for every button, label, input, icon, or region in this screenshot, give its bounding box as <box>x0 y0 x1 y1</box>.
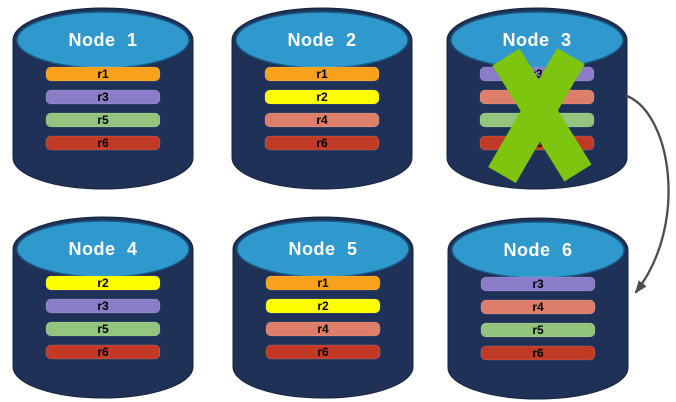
replica-label: r5 <box>97 322 109 336</box>
node-2: Node 2 r1 r2 r4 r6 <box>231 6 413 192</box>
replica-label: r4 <box>317 322 329 336</box>
replica-row <box>480 299 596 315</box>
replica-row <box>480 276 596 292</box>
replica-row <box>45 66 161 82</box>
replica-label: r2 <box>316 90 328 104</box>
replica-row <box>45 89 161 105</box>
replica-row <box>264 112 380 128</box>
replica-row <box>45 112 161 128</box>
node-4: Node 4 r2 r3 r5 r6 <box>12 215 194 401</box>
replica-row <box>264 66 380 82</box>
replica-label: r6 <box>97 345 109 359</box>
node-title: Node 1 <box>68 30 137 50</box>
replica-label: r3 <box>97 299 109 313</box>
failover-arrow-icon <box>625 94 670 294</box>
node-6: Node 6 r3 r4 r5 r6 <box>447 216 629 402</box>
replica-row <box>480 345 596 361</box>
replica-label: r5 <box>532 323 544 337</box>
replica-label: r5 <box>97 113 109 127</box>
replica-label: r2 <box>97 276 109 290</box>
replica-label: r4 <box>532 300 544 314</box>
replica-label: r6 <box>97 136 109 150</box>
replica-row <box>265 275 381 291</box>
replica-row <box>45 321 161 337</box>
replica-label: r1 <box>316 67 328 81</box>
node-3: Node 3 r3 r4 r5 r6 <box>446 6 628 192</box>
replica-row <box>45 135 161 151</box>
replica-label: r4 <box>316 113 328 127</box>
node-title: Node 6 <box>503 240 572 260</box>
replica-row <box>480 322 596 338</box>
node-5: Node 5 r1 r2 r4 r6 <box>232 215 414 401</box>
replica-label: r3 <box>531 67 543 81</box>
replica-label: r6 <box>532 346 544 360</box>
replica-row <box>265 298 381 314</box>
replica-row <box>45 298 161 314</box>
replica-label: r5 <box>531 113 543 127</box>
replica-row <box>45 275 161 291</box>
node-title: Node 3 <box>502 30 571 50</box>
replica-label: r2 <box>317 299 329 313</box>
replica-label: r6 <box>531 136 543 150</box>
replica-label: r4 <box>531 90 543 104</box>
replica-row <box>45 344 161 360</box>
node-title: Node 2 <box>287 30 356 50</box>
replica-label: r3 <box>532 277 544 291</box>
node-title: Node 4 <box>68 239 137 259</box>
node-title: Node 5 <box>288 239 357 259</box>
replica-label: r3 <box>97 90 109 104</box>
replica-label: r6 <box>317 345 329 359</box>
replica-row <box>264 135 380 151</box>
node-1: Node 1 r1 r3 r5 r6 <box>12 6 194 192</box>
replica-row <box>265 321 381 337</box>
replica-row <box>264 89 380 105</box>
replica-label: r1 <box>317 276 329 290</box>
replica-label: r6 <box>316 136 328 150</box>
replica-row <box>265 344 381 360</box>
replica-label: r1 <box>97 67 109 81</box>
